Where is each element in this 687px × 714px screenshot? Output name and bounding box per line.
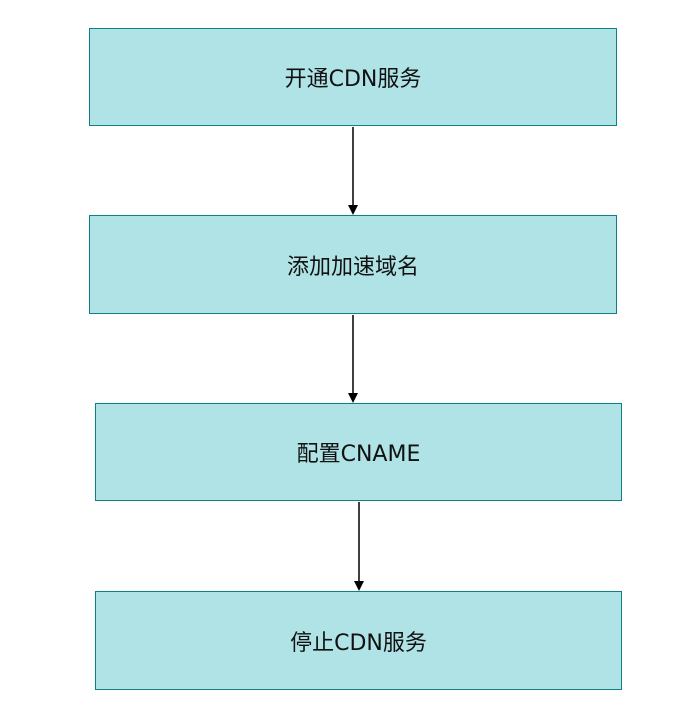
step-label: 开通CDN服务 [284,67,422,92]
step-label: 停止CDN服务 [290,630,427,656]
step-stop-cdn-service: 停止CDN服务 [95,591,622,690]
step-configure-cname: 配置CNAME [95,403,622,501]
step-open-cdn-service: 开通CDN服务 [89,28,617,126]
step-label: 添加加速域名 [286,254,419,280]
step-add-acceleration-domain: 添加加速域名 [89,215,617,314]
step-label: 配置CNAME [296,442,421,467]
